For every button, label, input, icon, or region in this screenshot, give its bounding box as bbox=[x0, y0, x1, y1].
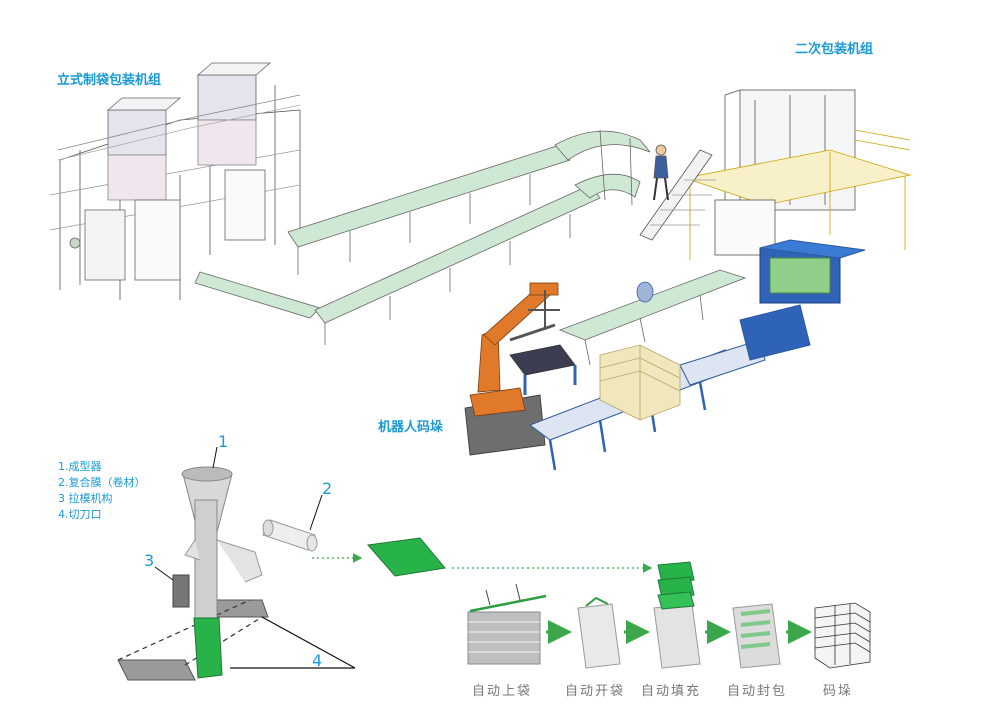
step-bag-opening-illustration bbox=[577, 596, 621, 669]
legend-item: 1.成型器 bbox=[58, 460, 102, 473]
callout-4: 4 bbox=[312, 651, 323, 670]
process-flow bbox=[312, 537, 871, 669]
step-palletizing-illustration bbox=[814, 602, 871, 669]
secondary-packing-machine-group bbox=[639, 89, 912, 260]
step-label-bag-opening: 自动开袋 bbox=[565, 684, 626, 699]
conveyor-system bbox=[194, 129, 747, 366]
step-label-sealing: 自动封包 bbox=[727, 684, 788, 699]
callout-2: 2 bbox=[322, 479, 333, 498]
vertical-former-illustration bbox=[117, 446, 356, 681]
stacked-bags bbox=[599, 344, 681, 421]
step-bag-loading-illustration bbox=[467, 583, 547, 665]
robot-palletizer-title: 机器人码垛 bbox=[378, 420, 444, 435]
legend-item: 3 拉模机构 bbox=[58, 492, 113, 505]
pallet-conveyors bbox=[528, 239, 866, 471]
vertical-unit-title: 立式制袋包装机组 bbox=[57, 73, 162, 88]
legend-item: 2.复合膜（卷材） bbox=[58, 476, 146, 489]
step-sealing-illustration bbox=[732, 603, 781, 669]
bag-on-conveyor bbox=[636, 281, 654, 303]
callout-3: 3 bbox=[144, 551, 155, 570]
step-label-bag-loading: 自动上袋 bbox=[472, 684, 533, 699]
legend-item: 4.切刀口 bbox=[58, 508, 102, 521]
step-label-filling: 自动填充 bbox=[641, 684, 702, 699]
vertical-packing-machine-group bbox=[49, 62, 301, 300]
step-label-palletizing: 码垛 bbox=[823, 684, 854, 699]
secondary-unit-title: 二次包装机组 bbox=[795, 42, 874, 57]
robot-palletizer bbox=[464, 282, 577, 456]
component-legend: 1.成型器 2.复合膜（卷材） 3 拉模机构 4.切刀口 bbox=[58, 459, 146, 523]
callout-1: 1 bbox=[218, 432, 229, 451]
step-filling-illustration bbox=[653, 561, 701, 669]
